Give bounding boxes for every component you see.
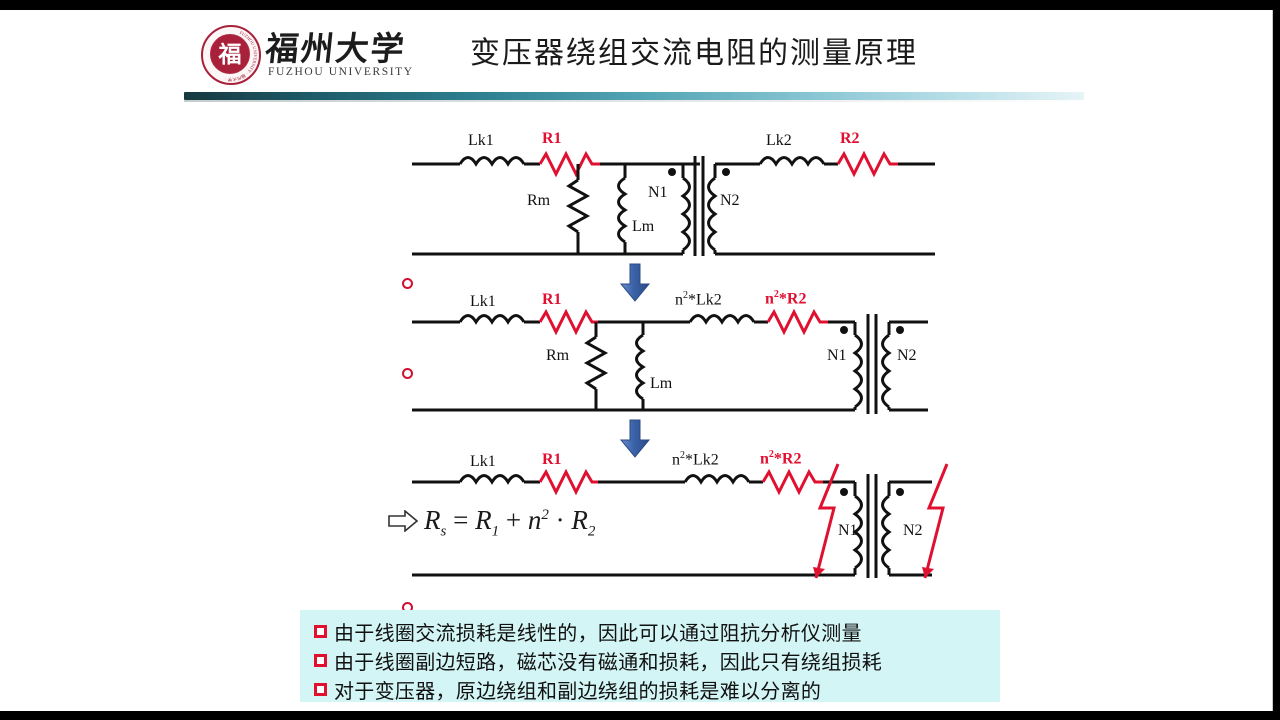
bullet-text: 对于变压器，原边绕组和副边绕组的损耗是难以分离的 <box>334 681 822 703</box>
notes-box: 由于线圈交流损耗是线性的，因此可以通过阻抗分析仪测量 由于线圈副边短路，磁芯没有… <box>300 610 1000 703</box>
label-rm: Rm <box>527 192 551 209</box>
seal-inner-disc: 福 <box>210 34 250 74</box>
circuit-1: Lk1 R1 Rm Lm N1 N2 Lk2 R2 <box>400 130 940 379</box>
circuit-1-svg <box>412 150 935 256</box>
header-divider <box>184 92 1084 102</box>
bullet-square-icon <box>314 683 327 696</box>
label-n1: N1 <box>648 184 668 201</box>
label-rm: Rm <box>546 347 570 364</box>
label-lk1: Lk1 <box>470 293 496 310</box>
down-arrow-icon-2 <box>618 418 652 458</box>
label-n1: N1 <box>838 522 858 539</box>
terminal-bottom <box>402 368 413 379</box>
circuit-2: Lk1 R1 Rm Lm n2*Lk2 n2*R2 N1 N2 <box>400 289 945 701</box>
formula-rs: Rs = R1 + n2 · R2 <box>388 505 595 540</box>
circuit-3-svg <box>412 463 949 579</box>
label-n2lk2: n2*Lk2 <box>675 290 722 309</box>
short-circuit-bolt-1 <box>813 463 840 579</box>
bullet-square-icon <box>314 625 327 638</box>
university-name-en: FUZHOU UNIVERSITY <box>268 66 414 78</box>
list-item: 由于线圈交流损耗是线性的，因此可以通过阻抗分析仪测量 <box>314 617 862 645</box>
university-name-cn: 福州大学 <box>263 32 408 68</box>
label-r2: R2 <box>840 130 860 147</box>
label-n2: N2 <box>720 192 740 209</box>
label-n2lk2: n2*Lk2 <box>672 450 719 469</box>
label-n1: N1 <box>827 347 847 364</box>
label-lk1: Lk1 <box>468 132 494 149</box>
bullet-text: 由于线圈交流损耗是线性的，因此可以通过阻抗分析仪测量 <box>334 623 862 645</box>
label-n2: N2 <box>897 347 917 364</box>
label-n2: N2 <box>903 522 923 539</box>
label-r1: R1 <box>542 451 562 468</box>
label-lm: Lm <box>632 218 655 235</box>
university-seal-icon: FUZHOU UNIVERSITY · 福州大学 · 福 <box>201 25 261 85</box>
seal-character: 福 <box>218 41 242 67</box>
label-lk1: Lk1 <box>470 453 496 470</box>
circuit-2-svg <box>412 308 928 414</box>
label-lk2: Lk2 <box>766 132 792 149</box>
label-r1: R1 <box>542 291 562 308</box>
label-n2r2: n2*R2 <box>765 289 807 308</box>
down-arrow-icon-1 <box>618 262 652 302</box>
bullet-square-icon <box>314 654 327 667</box>
circuit-3: Lk1 R1 n2*Lk2 n2*R2 N1 N2 <box>400 449 960 595</box>
bullet-text: 由于线圈副边短路，磁芯没有磁通和损耗，因此只有绕组损耗 <box>334 652 883 674</box>
arrow-right-outline-icon <box>388 509 419 533</box>
label-lm: Lm <box>650 375 673 392</box>
university-logo: FUZHOU UNIVERSITY · 福州大学 · 福 福州大学 FUZHOU… <box>196 22 424 85</box>
slide-canvas: FUZHOU UNIVERSITY · 福州大学 · 福 福州大学 FUZHOU… <box>0 10 1273 711</box>
label-r1: R1 <box>542 130 562 147</box>
terminal-top <box>402 278 413 289</box>
label-n2r2: n2*R2 <box>760 449 802 468</box>
list-item: 由于线圈副边短路，磁芯没有磁通和损耗，因此只有绕组损耗 <box>314 646 883 674</box>
page-title: 变压器绕组交流电阻的测量原理 <box>470 37 918 70</box>
short-circuit-bolt-2 <box>922 463 949 579</box>
formula-text: Rs = R1 + n2 · R2 <box>424 505 596 540</box>
list-item: 对于变压器，原边绕组和副边绕组的损耗是难以分离的 <box>314 675 822 703</box>
